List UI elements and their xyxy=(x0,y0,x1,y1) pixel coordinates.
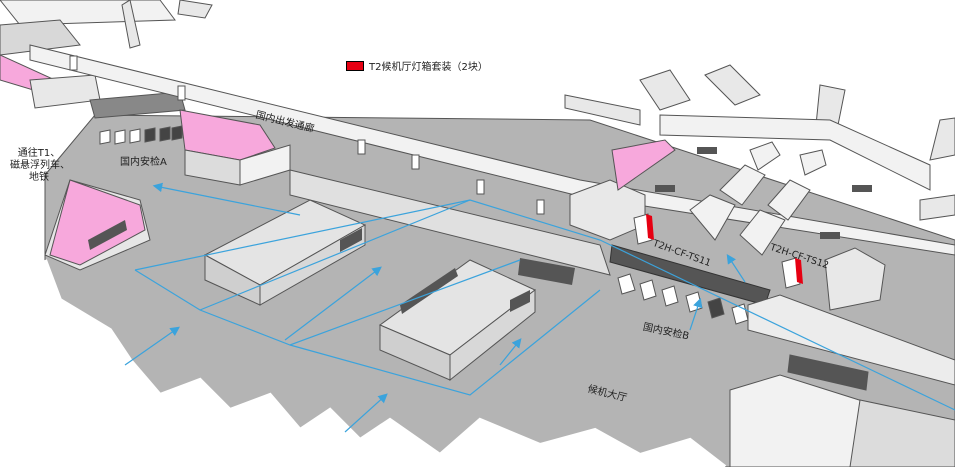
label-to-t1: 通往T1、 磁悬浮列车、 地铁 xyxy=(10,148,70,184)
label-to-t1-line1: 通往T1、 xyxy=(17,148,61,159)
legend: T2候机厅灯箱套装（2块） xyxy=(346,58,488,73)
security-b-lanes xyxy=(617,273,749,325)
lightbox-ts11-marker xyxy=(633,213,654,245)
floor-edge xyxy=(43,259,727,467)
label-to-t1-line2: 磁悬浮列车、 xyxy=(10,160,70,171)
check-in-island-1 xyxy=(203,199,367,306)
security-a-lanes xyxy=(99,125,183,145)
upper-left-structures xyxy=(0,0,213,119)
corridor-windows xyxy=(69,55,545,215)
passenger-flow-lines xyxy=(124,182,955,433)
corridor-wall-block xyxy=(289,169,611,276)
security-a-pink-zone xyxy=(179,109,276,161)
left-dark-panel xyxy=(88,220,127,250)
check-in-island-2 xyxy=(378,259,536,382)
lightbox-ts12-marker xyxy=(781,257,803,289)
floor-markers xyxy=(655,147,872,239)
label-to-t1-line3: 地铁 xyxy=(29,172,49,183)
right-back-wall xyxy=(659,114,931,191)
corridor-back-wall xyxy=(29,44,955,256)
left-pink-zone xyxy=(49,179,146,266)
corridor-dark-panel xyxy=(518,258,575,285)
label-domestic-security-a: 国内安检A xyxy=(120,157,167,168)
gate-area-structures xyxy=(569,139,955,467)
legend-swatch xyxy=(346,60,364,71)
legend-label: T2候机厅灯箱套装（2块） xyxy=(369,62,488,73)
